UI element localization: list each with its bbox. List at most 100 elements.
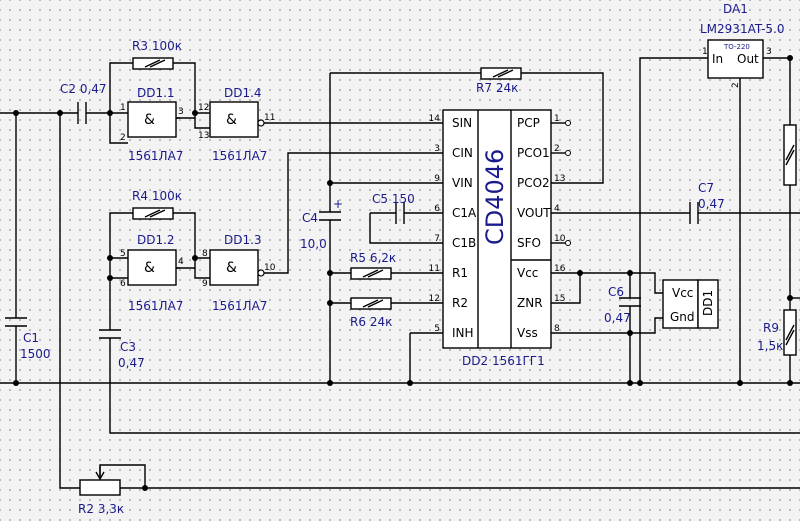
dd2-pin-label: VIN <box>452 176 473 190</box>
dd2-type: 1561ГГ1 <box>492 354 545 368</box>
dd14-pin-13: 13 <box>198 131 209 141</box>
da1-in: In <box>712 52 723 66</box>
dd2-pin-label: CIN <box>452 146 473 160</box>
dd2-pin-label: SIN <box>452 116 472 130</box>
da1-package: TO-220 <box>723 43 750 51</box>
da1-out: Out <box>737 52 759 66</box>
dd2-pin-label: PCO1 <box>517 146 550 160</box>
da1-pin-3: 3 <box>766 47 772 57</box>
junctions <box>13 55 793 491</box>
r6-ref: R6 <box>350 315 366 329</box>
c3-ref: C3 <box>120 340 136 354</box>
da1-pin-2: 2 <box>731 82 741 88</box>
resistor-r7: R7 24к <box>476 67 522 95</box>
svg-text:DD2 1561ГГ1: DD2 1561ГГ1 <box>462 354 545 368</box>
r2-value: 3,3к <box>98 502 124 516</box>
dd14-symbol: & <box>226 112 237 128</box>
c4-value: 10,0 <box>300 237 327 251</box>
dd2-pin-number: 13 <box>554 174 565 184</box>
dd11-type: 1561ЛА7 <box>128 149 183 163</box>
r9-value: 1,5к <box>757 339 783 353</box>
dd12-type: 1561ЛА7 <box>128 299 183 313</box>
dd2-pin-number: 16 <box>554 264 566 274</box>
dd2-pin-label: PCP <box>517 116 540 130</box>
da1-ref: DA1 <box>723 2 748 16</box>
dd1-vcc: Vcc <box>672 286 693 300</box>
gate-dd1-4: & 12 13 11 DD1.4 1561ЛА7 <box>198 86 275 163</box>
dd2-pin-label: PCO2 <box>517 176 550 190</box>
svg-text:R5 6,2к: R5 6,2к <box>350 251 396 265</box>
capacitor-c6: C6 0,47 <box>604 285 641 325</box>
regulator-da1: TO-220 In Out 1 2 3 DA1 LM2931AT-5.0 <box>700 2 785 88</box>
dd12-pin-4: 4 <box>178 257 184 267</box>
capacitor-c1: C1 1500 <box>5 317 51 361</box>
dd2-pin-number: 9 <box>434 174 440 184</box>
dd2-pin-number: 7 <box>434 234 440 244</box>
dd2-chip-name: CD4046 <box>481 149 509 245</box>
c5-ref: C5 <box>372 192 388 206</box>
dd2-pin-label: Vss <box>517 326 538 340</box>
c2-value: 0,47 <box>80 82 107 96</box>
svg-text:C5 150: C5 150 <box>372 192 415 206</box>
c5-value: 150 <box>392 192 415 206</box>
dd13-type: 1561ЛА7 <box>212 299 267 313</box>
dd2-pin-label: R2 <box>452 296 468 310</box>
r7-ref: R7 <box>476 81 492 95</box>
dd2-pin-number: 14 <box>429 114 441 124</box>
wires <box>0 57 800 489</box>
dd2-pin-label: SFO <box>517 236 541 250</box>
dd11-pin-2: 2 <box>120 133 126 143</box>
dd14-pin-11: 11 <box>264 113 275 123</box>
dd11-symbol: & <box>144 112 155 128</box>
c6-ref: C6 <box>608 285 624 299</box>
r9-ref: R9 <box>763 321 779 335</box>
dd2-pin-number: 6 <box>434 204 440 214</box>
capacitor-c3: C3 0,47 <box>99 329 145 370</box>
dd2-pin-label: C1A <box>452 206 477 220</box>
dd2-pin-number: 8 <box>554 324 560 334</box>
dd12-pin-5: 5 <box>120 249 126 259</box>
dd2-pin-number: 10 <box>554 234 566 244</box>
resistor-r4: R4 100к <box>132 189 182 220</box>
dd2-pin-label: VOUT <box>517 206 551 220</box>
svg-text:C2 0,47: C2 0,47 <box>60 82 107 96</box>
dd13-pin-8: 8 <box>202 249 208 259</box>
svg-text:R6 24к: R6 24к <box>350 315 392 329</box>
c3-value: 0,47 <box>118 356 145 370</box>
gate-dd1-1: & 1 2 3 DD1.1 1561ЛА7 <box>120 86 184 163</box>
dd1-ref: DD1 <box>701 290 715 316</box>
resistor-r5: R5 6,2к <box>350 251 396 280</box>
dd2-pin-number: 3 <box>434 144 440 154</box>
dd12-pin-6: 6 <box>120 279 126 289</box>
resistor-r6: R6 24к <box>350 297 392 329</box>
svg-text:R3 100к: R3 100к <box>132 39 182 53</box>
resistor-r3: R3 100к <box>132 39 182 70</box>
potentiometer-r2: R2 3,3к <box>78 466 124 516</box>
dd13-ref: DD1.3 <box>224 233 262 247</box>
dd14-type: 1561ЛА7 <box>212 149 267 163</box>
c1-value: 1500 <box>20 347 51 361</box>
dd2-pin-number: 12 <box>429 294 440 304</box>
dd2-ref: DD2 <box>462 354 488 368</box>
r5-value: 6,2к <box>370 251 396 265</box>
r4-value: 100к <box>152 189 182 203</box>
dd1-gnd: Gnd <box>670 310 695 324</box>
dd2-pin-number: 2 <box>554 144 560 154</box>
dd2-pin-label: C1B <box>452 236 476 250</box>
r7-value: 24к <box>496 81 519 95</box>
gate-dd1-2: & 5 6 4 DD1.2 1561ЛА7 <box>120 233 184 313</box>
dd12-symbol: & <box>144 260 155 276</box>
r5-ref: R5 <box>350 251 366 265</box>
r6-value: 24к <box>370 315 393 329</box>
resistor-r9: R9 1,5к <box>757 309 797 356</box>
dd2-pin-label: R1 <box>452 266 468 280</box>
resistor-r8-partial <box>783 124 797 186</box>
c7-value: 0,47 <box>698 197 725 211</box>
r2-ref: R2 <box>78 502 94 516</box>
dd2-pin-label: INH <box>452 326 474 340</box>
r3-value: 100к <box>152 39 182 53</box>
r4-ref: R4 <box>132 189 148 203</box>
dd11-pin-3: 3 <box>178 107 184 117</box>
